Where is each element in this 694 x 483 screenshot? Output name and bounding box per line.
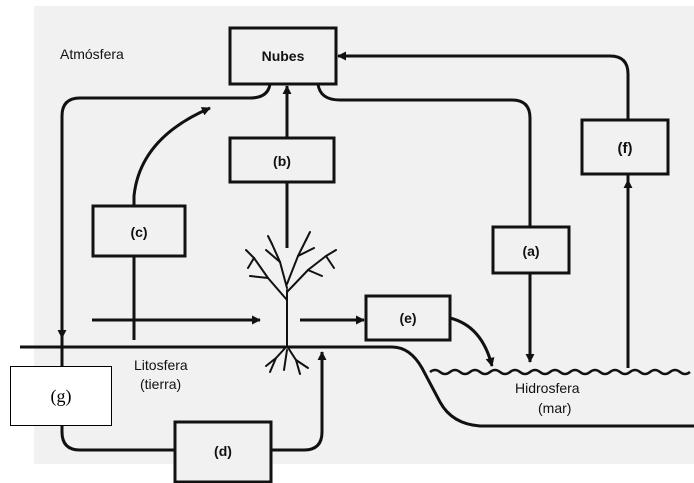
box-f-label: (f) [618,140,633,157]
box-c: (c) [91,204,187,258]
arrow-e-to-sea [449,316,495,367]
nubes-box: Nubes [228,26,338,86]
tree-icon [245,231,337,375]
nubes-label: Nubes [262,48,305,64]
box-e: (e) [364,294,452,342]
box-d: (d) [173,420,273,483]
box-d-label: (d) [214,443,232,459]
sea-surface [429,368,691,376]
box-a: (a) [491,225,571,275]
arrow-c-curve [132,106,211,340]
box-g: (g) [10,366,112,426]
box-e-label: (e) [399,310,416,326]
litosfera-label: Litosfera [134,357,188,373]
tierra-label: (tierra) [140,376,181,392]
arrow-sea-to-clouds [337,51,630,368]
box-b-label: (b) [273,153,291,169]
atmosfera-label: Atmósfera [60,46,124,62]
box-b: (b) [228,136,336,184]
arrow-clouds-to-ground [57,83,272,339]
box-f: (f) [580,118,670,176]
box-a-label: (a) [522,243,539,259]
box-c-label: (c) [130,224,147,240]
arrow-clouds-to-sea [316,83,535,363]
mar-label: (mar) [538,400,571,416]
hidrosfera-label: Hidrosfera [515,380,580,396]
ground-line [20,345,694,428]
